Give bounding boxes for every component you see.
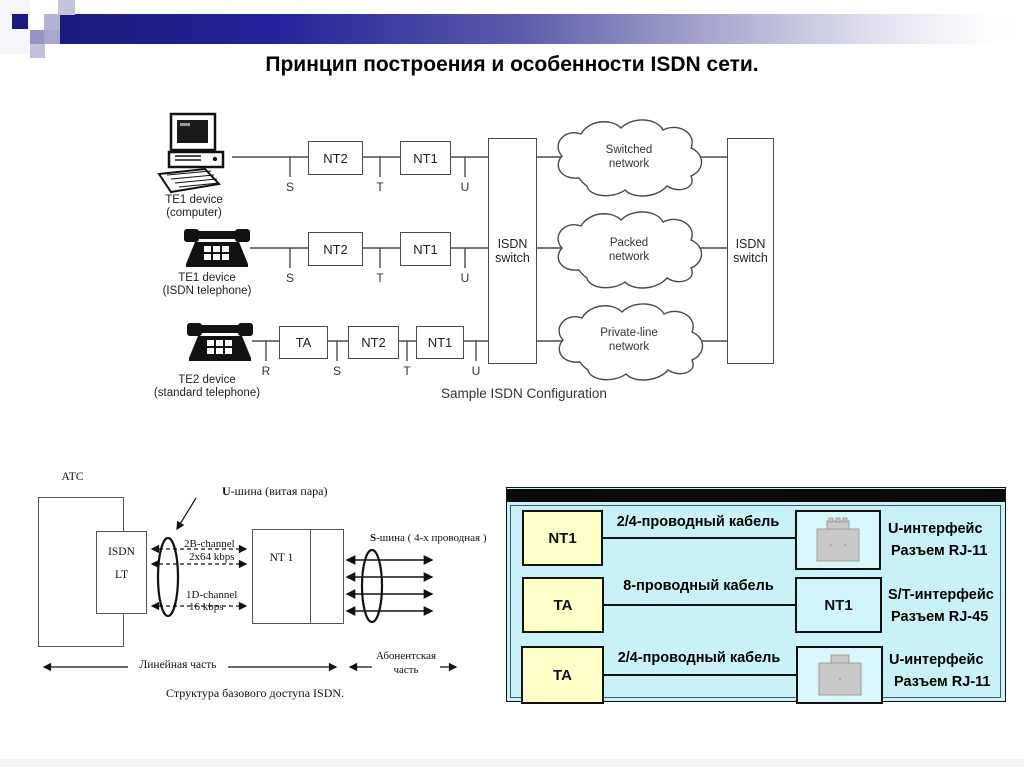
cable-wire-row1 [601, 537, 795, 539]
s-bus-bold: S [370, 532, 377, 544]
decor-square [44, 14, 60, 30]
nt1-box-divider [310, 530, 311, 623]
cable-label-row2: 8-проводный кабель [623, 578, 774, 594]
cloud-label-switched: Switched network [605, 144, 653, 171]
page-title: Принцип построения и особенности ISDN се… [265, 53, 759, 76]
b-channel-label: 2B-channel [184, 538, 235, 550]
ta-box-row3: TA [279, 326, 328, 359]
cloud-label-packed: Packed network [608, 237, 650, 264]
d-channel-label: 1D-channel [186, 589, 238, 601]
decor-square [58, 0, 75, 15]
device-label-te1-computer: TE1 device (computer) [149, 194, 239, 221]
isdn-switch-right: ISDN switch [727, 138, 774, 364]
standard-phone-icon [187, 323, 253, 361]
atc-label: АТС [61, 471, 84, 483]
interface-panel: NT1 2/4-проводный кабель U-интерфейс Раз… [506, 487, 1006, 704]
device-type: (ISDN telephone) [162, 285, 252, 298]
computer-icon [157, 112, 225, 194]
nt1-box-basic-access: NT 1 [252, 529, 344, 624]
ta-device-box-row2: TA [522, 577, 604, 633]
nt1-box-row3: NT1 [416, 326, 464, 359]
decor-square [12, 14, 28, 29]
u-bus-bold: U [222, 484, 231, 498]
device-type: (standard telephone) [153, 387, 261, 400]
iface-label-row3: U-интерфейс [889, 652, 984, 668]
cable-label-row3: 2/4-проводный кабель [617, 650, 781, 666]
cloud-label-private-line: Private-line network [600, 327, 658, 354]
jack-label-row1: Разъем RJ-11 [891, 543, 988, 559]
nt1-device-box: NT1 [522, 510, 603, 566]
ref-point-t-row3: T [403, 364, 411, 378]
decor-square [30, 44, 45, 58]
decor-square [30, 30, 44, 44]
isdn-lt-line2: LT [115, 569, 128, 581]
ref-point-r-row3: R [261, 364, 271, 378]
ref-point-t-row2: T [376, 271, 384, 285]
iface-label-row2: S/T-интерфейс [888, 587, 994, 603]
linear-part-label: Линейная часть [128, 659, 228, 671]
ref-point-u-row1: U [460, 180, 470, 194]
subscriber-part-line1: Абонентская [375, 650, 437, 662]
device-label-te1-isdn-phone: TE1 device (ISDN telephone) [152, 272, 262, 299]
jack-label-row3: Разъем RJ-11 [894, 674, 991, 690]
d-channel-rate: 16 kbps [189, 601, 224, 613]
rj11-connector-icon [816, 517, 860, 562]
nt1-box-row2-panel: NT1 [795, 577, 882, 633]
ref-point-u-row2: U [460, 271, 470, 285]
rj11-connector-box-row3 [796, 646, 883, 704]
nt1-box-row2: NT1 [400, 232, 451, 266]
nt2-box-row1: NT2 [308, 141, 363, 175]
rj11-connector-box-row1 [795, 510, 881, 570]
ta-device-box-row3: TA [521, 646, 604, 704]
isdn-phone-icon [184, 229, 250, 267]
nt1-label: NT 1 [269, 552, 294, 564]
device-name: TE2 device [178, 374, 236, 386]
ref-point-s-row3: S [332, 364, 341, 378]
panel-inner-border [510, 505, 1001, 698]
ref-point-s-row1: S [285, 180, 294, 194]
u-bus-rest: -шина (витая пара) [230, 484, 328, 498]
b-channel-rate: 2x64 kbps [189, 551, 235, 563]
cable-label-row1: 2/4-проводный кабель [616, 514, 780, 530]
isdn-lt-box: ISDN LT [96, 531, 147, 614]
subscriber-part-line2: часть [393, 663, 419, 676]
basic-access-caption: Структура базового доступа ISDN. [166, 686, 345, 700]
s-bus-rest: -шина ( 4-х проводная ) [376, 532, 487, 544]
subscriber-part-label: Абонентская часть [372, 650, 440, 678]
nt2-box-row3: NT2 [348, 326, 399, 359]
isdn-switch-left: ISDN switch [488, 138, 537, 364]
header-gradient-bar [60, 14, 1024, 44]
nt1-box-row1: NT1 [400, 141, 451, 175]
nt2-box-row2: NT2 [308, 232, 363, 266]
footer-strip [0, 759, 1024, 767]
iface-label-row1: U-интерфейс [888, 521, 983, 537]
device-name: TE1 device [178, 272, 236, 284]
jack-label-row2: Разъем RJ-45 [891, 609, 989, 625]
decor-square [44, 30, 60, 44]
cable-wire-row2 [602, 604, 795, 606]
ref-point-s-row2: S [285, 271, 294, 285]
device-type: (computer) [166, 207, 222, 220]
ref-point-u-row3: U [471, 364, 481, 378]
sample-configuration-caption: Sample ISDN Configuration [441, 386, 607, 401]
isdn-lt-line1: ISDN [108, 546, 135, 558]
ref-point-t-row1: T [376, 180, 384, 194]
cable-wire-row3 [602, 674, 796, 676]
u-bus-label: U-шина (витая пара) [222, 484, 327, 499]
device-name: TE1 device [165, 194, 223, 206]
rj11-connector-icon [818, 654, 861, 696]
device-label-te2-standard-phone: TE2 device (standard telephone) [142, 374, 272, 401]
panel-header-strip [507, 489, 1005, 502]
s-bus-label: S-шина ( 4-х проводная ) [370, 532, 487, 544]
